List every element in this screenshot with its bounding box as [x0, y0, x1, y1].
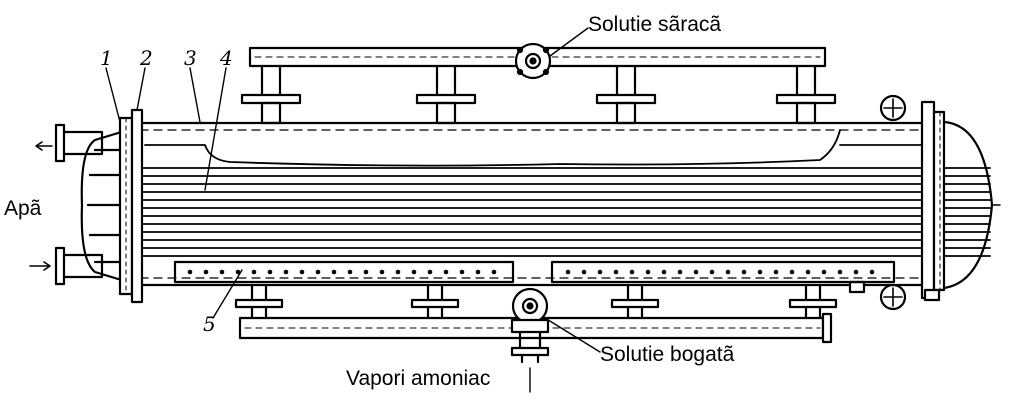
part-number-2: 2 [140, 46, 153, 70]
label-vapori-amoniac: Vapori amoniac [346, 367, 491, 390]
label-apa: Apã [4, 197, 42, 220]
perforated-distributors [173, 260, 896, 284]
left-water-box [29, 108, 144, 304]
shell [138, 121, 937, 287]
part-number-3: 3 [184, 46, 197, 70]
tube-bundle [129, 167, 991, 257]
bottom-collector-pipe [234, 283, 838, 364]
part-number-5: 5 [203, 312, 216, 336]
part-leader-lines [105, 27, 601, 393]
top-distribution-pipe [240, 42, 837, 125]
label-solutie-saraca: Solutie sãracã [588, 13, 722, 36]
right-head [848, 94, 1001, 311]
part-number-4: 4 [220, 46, 233, 70]
distributor-holes [187, 269, 875, 275]
part-number-1: 1 [100, 46, 113, 70]
label-solutie-bogata: Solutie bogatã [600, 343, 735, 366]
